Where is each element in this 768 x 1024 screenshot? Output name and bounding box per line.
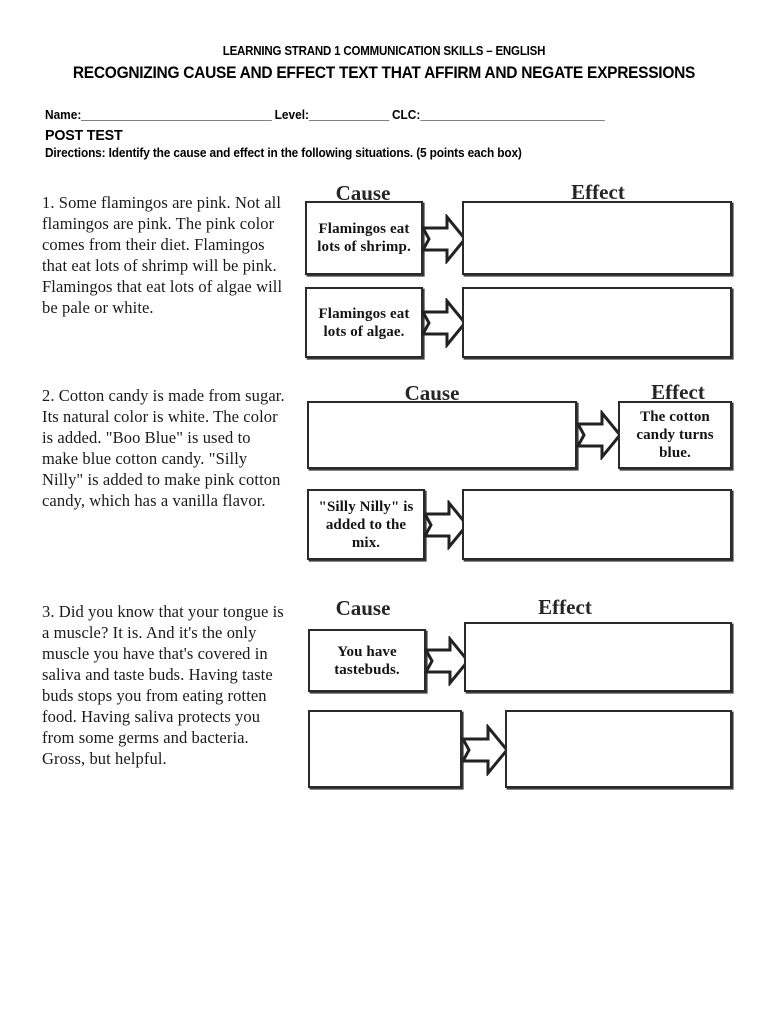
effect-box-3-1[interactable] [464,622,732,692]
arrow-icon-2-1 [576,410,622,460]
passage-1: 1. Some flamingos are pink. Not all flam… [42,193,283,317]
passage-2: 2. Cotton candy is made from sugar. Its … [42,386,285,510]
clc-blank-line[interactable]: ______________________________ [420,108,605,122]
clc-label: CLC: [391,108,421,122]
effect-box-1-2[interactable] [462,287,732,358]
cause-box-1-1[interactable]: Flamingos eat lots of shrimp. [305,201,423,275]
cause-box-2-2[interactable]: "Silly Nilly" is added to the mix. [307,489,425,560]
cause-box-1-2-text: Flamingos eat lots of algae. [318,305,410,340]
arrow-icon-3-2 [461,724,509,776]
passage-3: 3. Did you know that your tongue is a mu… [42,602,284,768]
cause-box-3-2[interactable] [308,710,462,788]
effect-box-3-2[interactable] [505,710,732,788]
cause-box-3-1-text: You have tastebuds. [334,643,400,678]
page-title: RECOGNIZING CAUSE AND EFFECT TEXT THAT A… [72,64,696,82]
post-test-heading: POST TEST [45,127,123,144]
effect-heading-2: Effect [651,380,705,404]
level-blank-line[interactable]: _____________ [308,108,389,122]
level-label: Level: [274,108,309,122]
effect-box-2-1[interactable]: The cotton candy turns blue. [618,401,732,469]
directions-text: Directions: Identify the cause and effec… [45,146,522,160]
arrow-icon-3-1 [424,636,470,686]
effect-box-2-2[interactable] [462,489,732,560]
effect-box-2-1-text: The cotton candy turns blue. [636,409,714,461]
effect-heading-3: Effect [538,595,592,619]
name-blank-line[interactable]: _______________________________ [81,108,272,122]
name-label: Name: [45,108,82,122]
cause-box-2-2-text: "Silly Nilly" is added to the mix. [318,498,414,551]
cause-box-3-1[interactable]: You have tastebuds. [308,629,426,692]
cause-box-1-2[interactable]: Flamingos eat lots of algae. [305,287,423,358]
effect-box-1-1[interactable] [462,201,732,275]
arrow-icon-1-1 [421,214,467,264]
cause-box-2-1[interactable] [307,401,577,469]
effect-heading-1: Effect [571,180,625,204]
cause-box-1-1-text: Flamingos eat lots of shrimp. [317,221,411,255]
student-info-row: Name:_______________________________ Lev… [45,108,701,122]
cause-heading-3: Cause [335,596,391,620]
arrow-icon-2-2 [423,500,469,550]
arrow-icon-1-2 [421,298,467,348]
strand-heading: LEARNING STRAND 1 COMMUNICATION SKILLS –… [222,44,546,58]
